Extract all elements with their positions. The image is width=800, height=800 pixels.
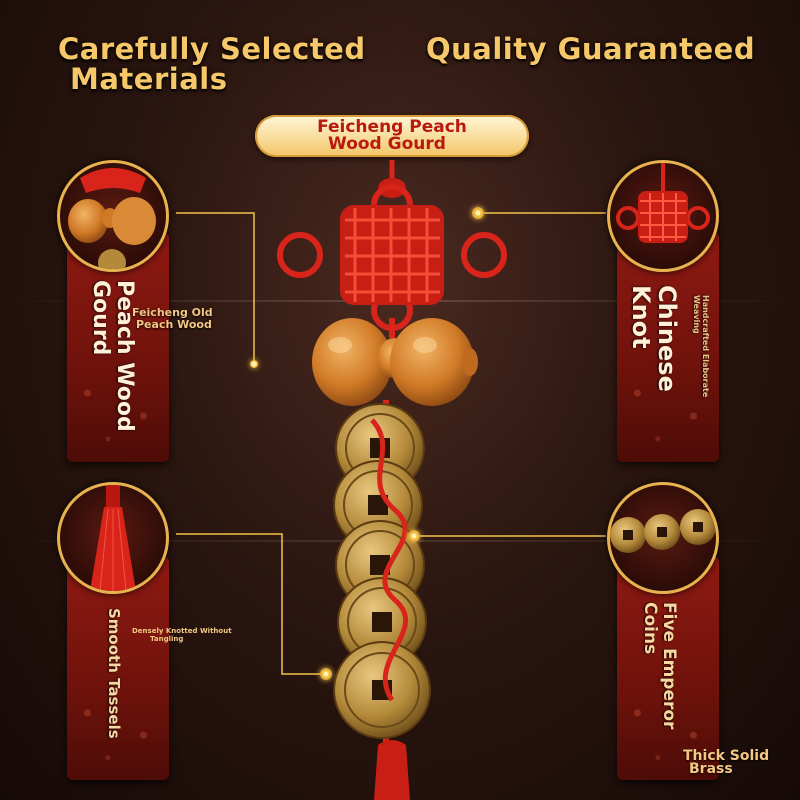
knot-thumbnail [607,160,719,272]
card-note-brass: Thick Solid Brass [683,748,770,777]
card-note-knotted: Densely Knotted Without Tangling [132,627,232,643]
marker-dot [320,668,332,680]
feature-card-five-emperor-coins [617,556,719,780]
card-label-smooth-tassels: Smooth Tassels [105,608,123,739]
card-note-line: Tangling [150,635,184,643]
coins-thumbnail [607,482,719,594]
top-cord [378,160,406,198]
marker-dot [408,530,420,542]
card-note-line: Feicheng Old [132,306,213,319]
five-emperor-coins [333,400,431,760]
card-note-peach-wood: Feicheng Old Peach Wood [132,307,213,331]
feature-card-smooth-tassels [67,556,169,780]
title-pill: Feicheng Peach Wood Gourd [255,115,529,157]
title-text: Feicheng Peach Wood Gourd [255,119,529,153]
card-note-line: Densely Knotted Without [132,627,232,635]
headline-right: Quality Guaranteed [426,32,756,66]
knot-thumbnail-image [616,163,710,243]
leader-lines [176,212,606,675]
tassel-thumbnail-image [90,485,136,591]
coins-thumbnail-image [610,509,716,553]
card-label-chinese-knot: Chinese Knot [627,285,681,392]
title-line2: Wood Gourd [328,134,446,154]
card-note-weaving: Handcrafted Elaborate Weaving [692,295,710,398]
chinese-knot [277,184,507,338]
tassel-top [374,740,410,800]
card-note-line: Thick Solid [683,748,770,764]
title-line1: Feicheng Peach [317,117,467,137]
gourd-thumbnail [57,160,169,272]
marker-dot [250,360,258,368]
marker-dot [472,207,484,219]
headline-left-line1: Carefully Selected [58,32,366,66]
card-label-peach-wood-gourd: Peach Wood Gourd [88,280,137,432]
card-note-line: Brass [689,761,733,777]
gourd-thumbnail-image [68,168,156,269]
headline-left-line2: Materials [70,62,228,96]
tassel-thumbnail [57,482,169,594]
peach-wood-gourd [312,318,478,406]
card-label-five-emperor-coins: Five Emperor Coins [640,602,679,730]
card-note-line: Peach Wood [136,318,212,331]
